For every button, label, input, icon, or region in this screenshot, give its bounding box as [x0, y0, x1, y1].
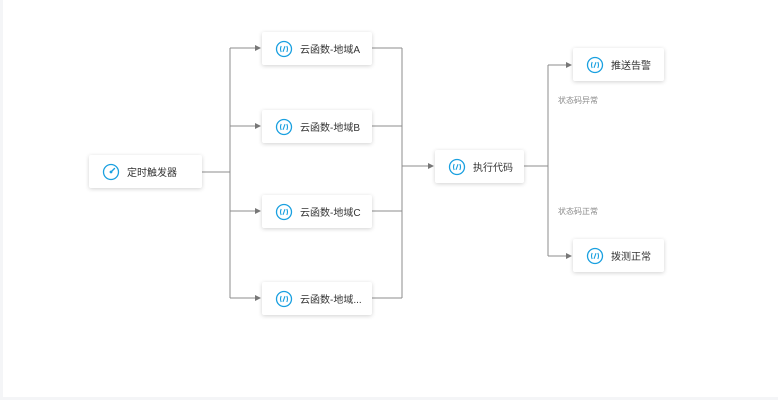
- node-push-alert[interactable]: 推送告警: [573, 48, 664, 81]
- node-label: 执行代码: [473, 163, 513, 174]
- function-icon: [275, 290, 293, 307]
- node-label: 云函数-地域A: [300, 45, 360, 56]
- node-execute-code[interactable]: 执行代码: [435, 150, 524, 183]
- edge-label-status-normal: 状态码正常: [558, 207, 598, 216]
- node-function-region-b[interactable]: 云函数-地域B: [262, 110, 372, 143]
- function-icon: [586, 56, 604, 73]
- node-label: 推送告警: [611, 61, 651, 72]
- function-icon: [275, 118, 293, 135]
- node-label: 云函数-地域B: [300, 123, 360, 134]
- function-icon: [275, 203, 293, 220]
- node-probe-normal[interactable]: 拨测正常: [573, 239, 664, 272]
- function-icon: [448, 158, 466, 175]
- timer-icon: [102, 163, 120, 180]
- node-timer-trigger[interactable]: 定时触发器: [89, 155, 202, 188]
- node-function-region-c[interactable]: 云函数-地域C: [262, 195, 372, 228]
- edge-label-status-abnormal: 状态码异常: [558, 96, 598, 105]
- node-label: 云函数-地域...: [300, 295, 362, 306]
- node-label: 云函数-地域C: [300, 208, 361, 219]
- node-label: 定时触发器: [127, 168, 177, 179]
- node-label: 拨测正常: [611, 252, 651, 263]
- function-icon: [275, 40, 293, 57]
- node-function-region-more[interactable]: 云函数-地域...: [262, 282, 372, 315]
- node-function-region-a[interactable]: 云函数-地域A: [262, 32, 372, 65]
- function-icon: [586, 247, 604, 264]
